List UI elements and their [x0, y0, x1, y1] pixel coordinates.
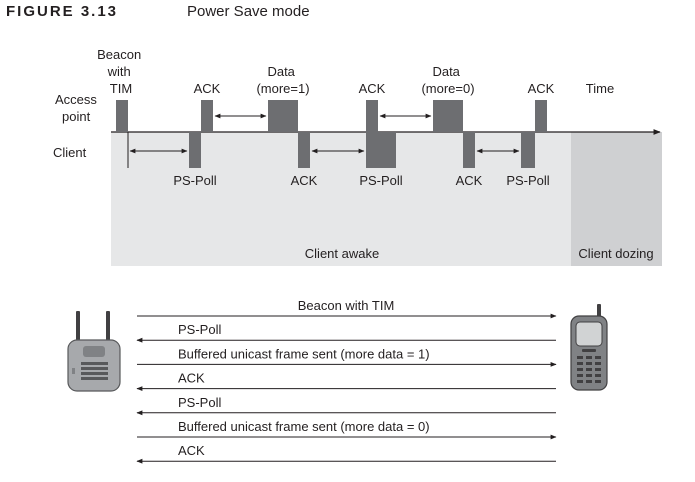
data-label-1: Data (more=1)	[256, 64, 309, 96]
message-label-7: ACK	[178, 443, 205, 458]
ap-ack-frame-2	[366, 100, 378, 132]
pspoll-label-1: PS-Poll	[173, 173, 216, 188]
data-label-2: Data (more=0)	[421, 64, 474, 96]
message-label-3: Buffered unicast frame sent (more data =…	[178, 346, 430, 361]
client-awake-region	[111, 132, 571, 266]
client-awake-label: Client awake	[305, 246, 379, 261]
ap-ack-frame-1	[201, 100, 213, 132]
figure-title: Power Save mode	[187, 3, 310, 20]
pspoll-label-2: PS-Poll	[359, 173, 402, 188]
mobile-phone-icon	[570, 304, 608, 391]
message-label-6: Buffered unicast frame sent (more data =…	[178, 419, 430, 434]
client-dozing-label: Client dozing	[578, 246, 653, 261]
access-point-icon	[67, 311, 121, 392]
message-label-1: Beacon with TIM	[298, 298, 395, 313]
client-ack-label-1: ACK	[291, 173, 318, 188]
beacon-frame	[116, 100, 128, 132]
client-ack-frame-2	[463, 132, 475, 168]
client-row-label: Client	[53, 145, 87, 160]
time-label: Time	[586, 81, 614, 96]
ap-ack-label-2: ACK	[359, 81, 386, 96]
client-ack-label-2: ACK	[456, 173, 483, 188]
figure-label: FIGURE 3.13	[6, 3, 119, 20]
beacon-label: Beacon with TIM	[97, 47, 145, 96]
message-label-5: PS-Poll	[178, 395, 221, 410]
client-ack-frame-1	[298, 132, 310, 168]
pspoll-label-3: PS-Poll	[506, 173, 549, 188]
pspoll-frame-3	[521, 132, 535, 168]
ap-data-frame-2	[433, 100, 463, 132]
pspoll-frame-2	[366, 132, 396, 168]
ap-ack-label-1: ACK	[194, 81, 221, 96]
client-dozing-region	[571, 132, 662, 266]
pspoll-frame-1	[189, 132, 201, 168]
ap-ack-label-3: ACK	[528, 81, 555, 96]
message-label-4: ACK	[178, 371, 205, 386]
ap-ack-frame-3	[535, 100, 547, 132]
ap-data-frame-1	[268, 100, 298, 132]
message-label-2: PS-Poll	[178, 322, 221, 337]
